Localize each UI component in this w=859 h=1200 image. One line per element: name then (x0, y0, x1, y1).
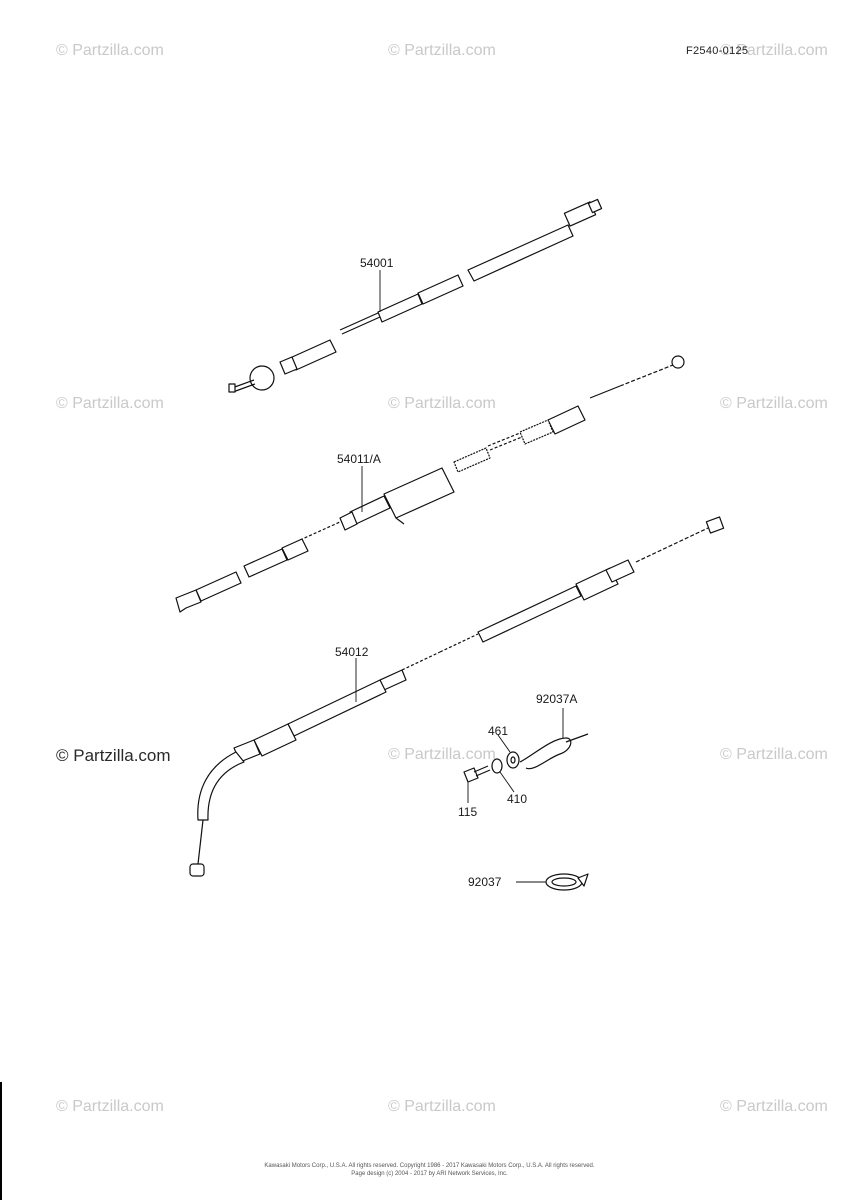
leader-lines (355, 270, 564, 883)
footer-page-design: Page design (c) 2004 - 2017 by ARI Netwo… (351, 1171, 508, 1177)
footer-copyright: Kawasaki Motors Corp., U.S.A. All rights… (264, 1163, 595, 1169)
watermark: © Partzilla.com (720, 1098, 828, 1115)
part-label-410[interactable]: 410 (507, 792, 528, 806)
watermark: © Partzilla.com (56, 746, 171, 765)
part-label-461[interactable]: 461 (488, 724, 509, 738)
diagram-code: F2540-0125 (686, 45, 749, 57)
watermark: © Partzilla.com (388, 42, 496, 59)
part-label-115[interactable]: 115 (458, 805, 478, 819)
watermark: © Partzilla.com (56, 42, 164, 59)
hardware-drawing (463, 733, 589, 891)
cable-54012-drawing (189, 516, 725, 877)
watermark: © Partzilla.com (720, 395, 828, 412)
watermark: © Partzilla.com (720, 746, 828, 763)
watermark: © Partzilla.com (388, 395, 496, 412)
part-label-92037a[interactable]: 92037A (536, 692, 578, 706)
part-label-54001[interactable]: 54001 (360, 256, 394, 270)
watermark: © Partzilla.com (56, 395, 164, 412)
part-label-92037[interactable]: 92037 (468, 875, 502, 889)
watermark: © Partzilla.com (388, 746, 496, 763)
cable-54011a-drawing (175, 355, 685, 613)
watermark: © Partzilla.com (720, 42, 828, 59)
watermark: © Partzilla.com (388, 1098, 496, 1115)
watermark: © Partzilla.com (56, 1098, 164, 1115)
part-label-54011a[interactable]: 54011/A (337, 452, 381, 466)
part-label-54012[interactable]: 54012 (335, 645, 369, 659)
cable-54001-drawing (228, 198, 603, 393)
left-edge-bar (0, 1082, 2, 1200)
